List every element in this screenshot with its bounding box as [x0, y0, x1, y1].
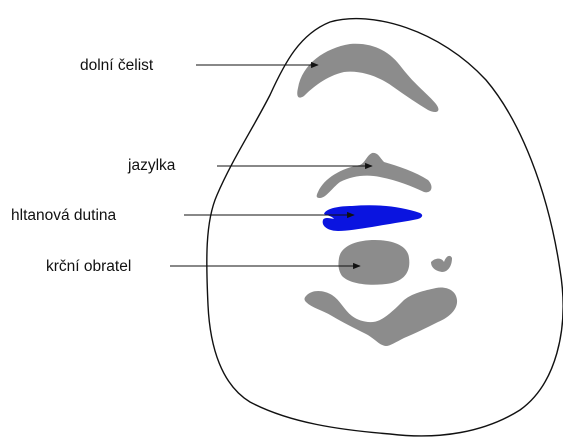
label-mandible: dolní čelist	[80, 57, 154, 74]
vertebral-body-shape	[338, 240, 409, 285]
label-pharynx: hltanová dutina	[11, 207, 117, 224]
label-vertebra: krční obratel	[46, 258, 131, 275]
label-hyoid: jazylka	[127, 157, 176, 174]
